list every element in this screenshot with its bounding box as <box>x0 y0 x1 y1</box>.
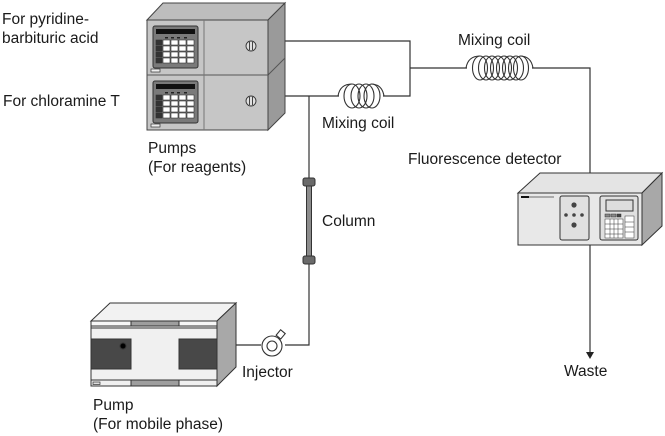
tube-coil2-to-detector <box>532 67 591 178</box>
label-waste: Waste <box>564 363 608 380</box>
label-reagent-pump-2: For chloramine T <box>3 93 120 110</box>
label-mobile-pump: Pump (For mobile phase) <box>93 397 224 433</box>
label-injector: Injector <box>242 364 293 381</box>
reagent-pumps-icon <box>145 1 287 132</box>
fluorescence-detector-icon <box>516 171 664 247</box>
label-mixing-coil-2: Mixing coil <box>458 32 531 49</box>
waste-arrow-icon <box>586 352 594 359</box>
column-icon <box>302 177 316 265</box>
tube-reagent-1 <box>276 40 411 68</box>
label-reagent-pump-1: For pyridine- barbituric acid <box>2 11 99 47</box>
mobile-phase-pump-icon <box>89 301 238 388</box>
tubing <box>232 40 591 352</box>
tube-coil1-out <box>383 68 411 97</box>
mixing-coil-1-icon <box>337 83 385 109</box>
tube-column-to-injector <box>285 264 310 346</box>
mixing-coil-2-icon <box>465 55 534 81</box>
injector-icon <box>261 328 287 357</box>
label-detector: Fluorescence detector <box>408 151 562 168</box>
label-column: Column <box>322 213 376 230</box>
label-mixing-coil-1: Mixing coil <box>322 115 395 132</box>
label-reagent-pumps: Pumps (For reagents) <box>148 140 247 176</box>
